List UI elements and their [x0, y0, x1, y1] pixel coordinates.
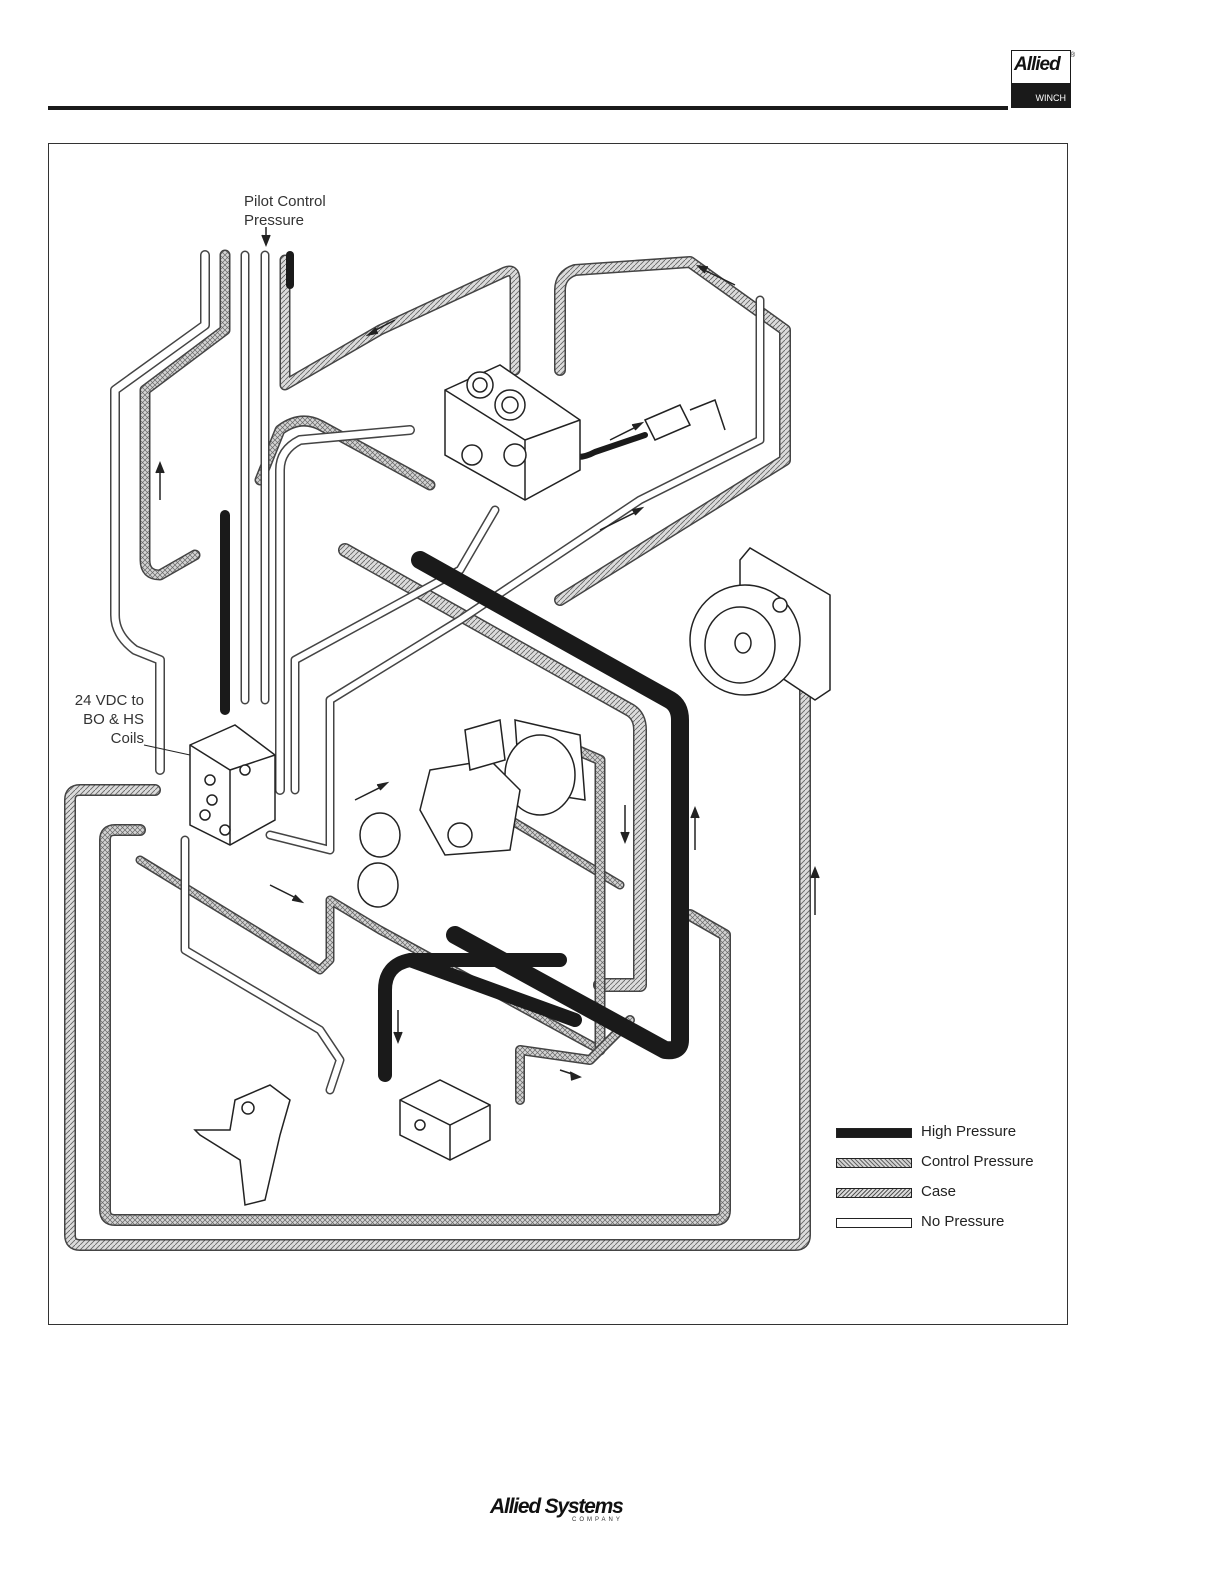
arrow-up-b	[691, 808, 699, 850]
arrow-up-c	[811, 868, 819, 915]
legend-label-case: Case	[921, 1183, 956, 1200]
legend-label-high-pressure: High Pressure	[921, 1123, 1016, 1140]
arrow-down-a	[621, 805, 629, 842]
no-pressure-line-mid	[295, 510, 495, 790]
footer-company-name: Allied Systems	[490, 1495, 623, 1519]
arrow-down-d	[394, 1010, 402, 1042]
legend-swatch-no-pressure	[836, 1218, 912, 1228]
coils-label: 24 VDC to BO & HS Coils	[60, 691, 144, 748]
coil-connector	[645, 400, 725, 440]
coils-line2: BO & HS	[60, 710, 144, 729]
motor-assembly	[358, 720, 585, 907]
legend-label-no-pressure: No Pressure	[921, 1213, 1004, 1230]
coils-line1: 24 VDC to	[60, 691, 144, 710]
pilot-control-label: Pilot Control Pressure	[244, 192, 326, 230]
drum-flange	[690, 548, 830, 700]
arrow-lower-left	[270, 885, 302, 902]
footer-company-subtitle: COMPANY	[572, 1517, 623, 1523]
control-pressure-lines	[105, 255, 725, 1220]
top-valve-block	[445, 365, 580, 500]
allied-systems-logo: Allied Systems COMPANY	[490, 1495, 630, 1531]
legend-label-control-pressure: Control Pressure	[921, 1153, 1034, 1170]
legend-swatch-high-pressure	[836, 1128, 912, 1138]
coils-line3: Coils	[60, 729, 144, 748]
arrow-lower-right	[560, 1070, 580, 1080]
lever-bracket	[195, 1085, 290, 1205]
pilot-control-line2: Pressure	[244, 211, 326, 230]
pilot-control-line1: Pilot Control	[244, 192, 326, 211]
legend-swatch-case	[836, 1188, 912, 1198]
control-line-left-upper	[145, 255, 225, 575]
legend-swatch-control-pressure	[836, 1158, 912, 1168]
arrow-up-left	[156, 463, 164, 500]
arrow-mid-diag	[355, 783, 387, 800]
bottom-valve-block	[400, 1080, 490, 1160]
left-valve-block	[190, 725, 275, 845]
leader-lines	[144, 745, 190, 755]
